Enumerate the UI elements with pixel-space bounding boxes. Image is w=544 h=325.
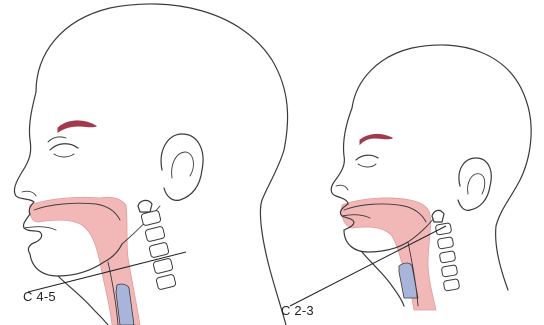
adult-odontoid [138, 200, 152, 212]
adult-eye [50, 144, 78, 150]
adult-ear-inner [172, 152, 194, 178]
child-ear [458, 158, 491, 210]
adult-cervical-vertebrae [138, 200, 176, 290]
adult-eyelid [54, 154, 74, 157]
adult-head-figure [14, 4, 287, 325]
adult-vertebra [149, 242, 169, 258]
child-vertebra [439, 251, 456, 263]
child-vertebra [441, 265, 458, 277]
child-vertebra [437, 237, 454, 249]
child-head-figure [290, 45, 531, 310]
adult-eye-crease [48, 137, 66, 142]
child-cervical-vertebrae [432, 210, 460, 291]
child-eyebrow [360, 134, 392, 144]
child-eyelid [358, 164, 376, 167]
child-eye [356, 155, 378, 160]
adult-face-profile [14, 92, 36, 214]
child-vertebra [443, 279, 460, 291]
adult-mouth-line [24, 227, 56, 230]
child-vertebra [435, 223, 452, 235]
adult-ear [161, 134, 203, 200]
child-neck-front [362, 252, 404, 306]
adult-eyebrow [58, 121, 96, 132]
adult-vertebra [145, 226, 165, 242]
adult-nostril [22, 191, 36, 196]
adult-vertebra [156, 274, 176, 290]
adult-vertebra [153, 258, 173, 274]
child-ear-inner [468, 174, 485, 194]
label-c2-3: C 2-3 [281, 303, 314, 318]
child-odontoid [432, 210, 444, 222]
child-nostril [336, 185, 348, 190]
child-face-profile [331, 108, 352, 204]
adult-neck-front [58, 276, 108, 325]
label-c4-5: C 4-5 [23, 289, 56, 304]
